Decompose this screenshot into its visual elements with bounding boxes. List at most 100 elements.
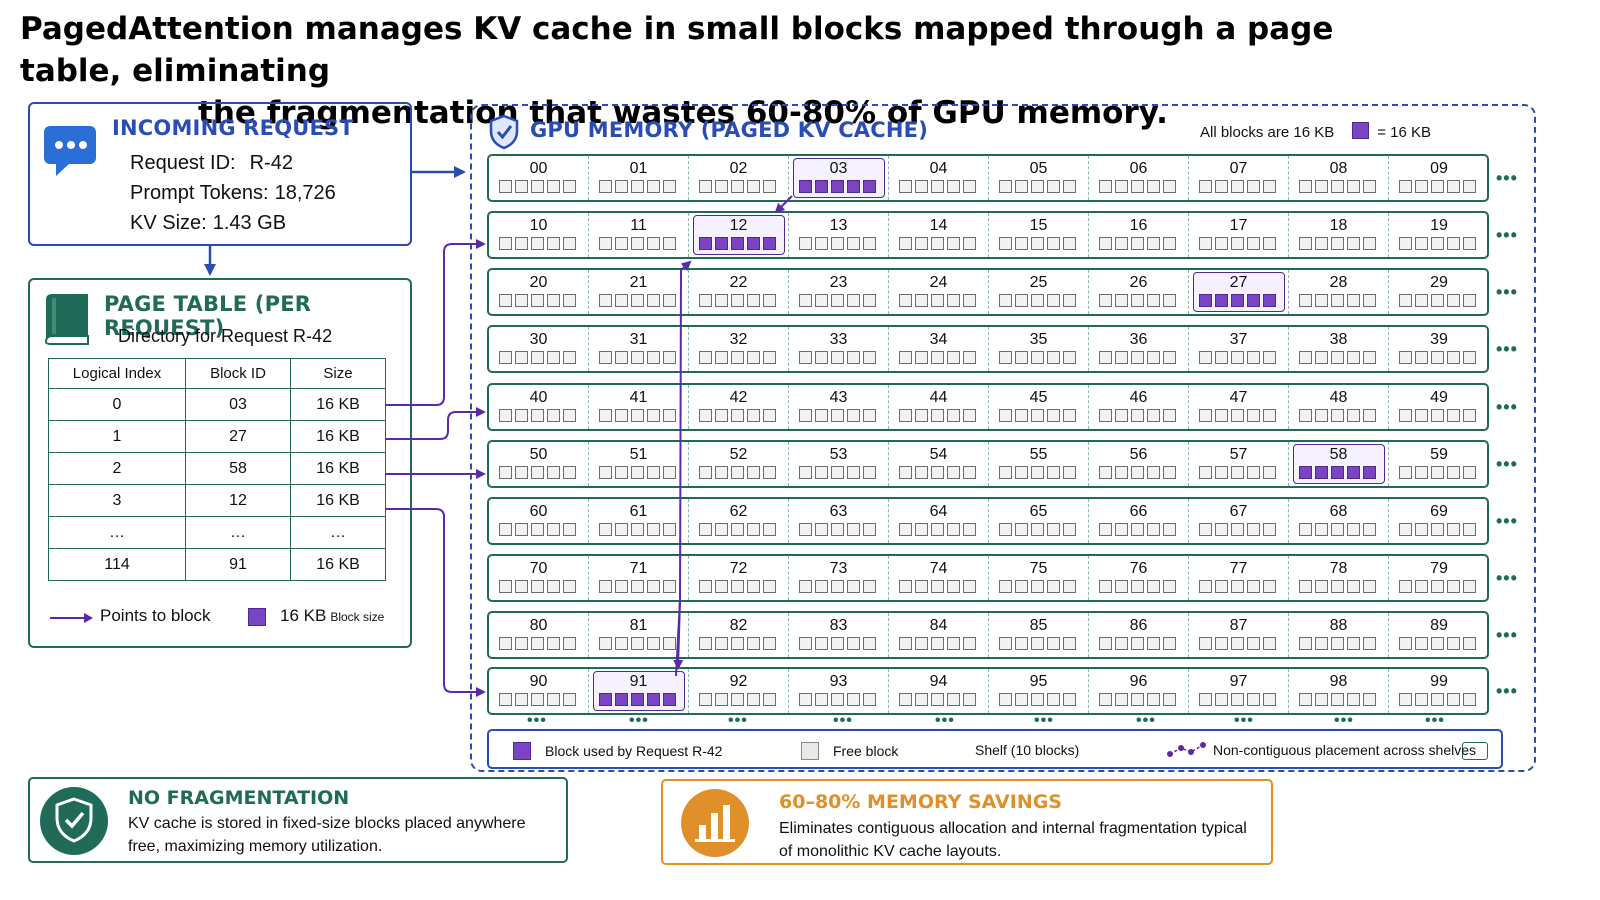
- block-slot: [547, 294, 560, 307]
- block-slot: [763, 580, 776, 593]
- block-slot: [931, 637, 944, 650]
- block-slot: [847, 294, 860, 307]
- block-slot: [763, 237, 776, 250]
- shield-icon: [489, 114, 519, 150]
- block-slot: [831, 409, 844, 422]
- block-slot: [1299, 523, 1312, 536]
- block-slot: [1147, 351, 1160, 364]
- col-size: Size: [290, 358, 386, 389]
- block-slot: [531, 580, 544, 593]
- table-row: 1 27 16 KB: [48, 420, 386, 453]
- column-continuation-dots: •••: [833, 712, 853, 729]
- block-id-label: 12: [729, 217, 748, 234]
- memory-block: 01: [589, 156, 689, 200]
- block-slot: [999, 237, 1012, 250]
- memory-block-used: 58: [1289, 442, 1389, 486]
- block-slot: [1247, 237, 1260, 250]
- block-id-label: 23: [829, 274, 848, 291]
- block-slot: [1115, 294, 1128, 307]
- memory-block: 40: [489, 385, 589, 429]
- block-slot: [1415, 693, 1428, 706]
- table-row: 3 12 16 KB: [48, 484, 386, 517]
- memory-block: 53: [789, 442, 889, 486]
- block-slot: [747, 580, 760, 593]
- block-slot: [847, 409, 860, 422]
- memory-block: 24: [889, 270, 989, 314]
- block-slot: [1363, 237, 1376, 250]
- block-id-label: 75: [1029, 560, 1048, 577]
- block-id-label: 02: [729, 160, 748, 177]
- block-slot: [1047, 466, 1060, 479]
- block-id-label: 10: [529, 217, 548, 234]
- block-slot: [1231, 693, 1244, 706]
- block-slot: [515, 409, 528, 422]
- block-id-label: 19: [1430, 217, 1448, 234]
- table-cell: 2: [48, 452, 186, 485]
- block-slot: [1199, 637, 1212, 650]
- block-slot: [1015, 637, 1028, 650]
- page-table-title: PAGE TABLE (PER REQUEST): [104, 292, 312, 340]
- block-slot: [1199, 237, 1212, 250]
- table-cell: …: [185, 516, 291, 549]
- block-slot: [1331, 294, 1344, 307]
- block-slot: [1415, 294, 1428, 307]
- block-slot: [531, 693, 544, 706]
- memory-block: 81: [589, 613, 689, 657]
- shelf-continuation-dots: •••: [1496, 454, 1518, 474]
- block-slot: [1131, 637, 1144, 650]
- block-id-label: 24: [929, 274, 948, 291]
- block-id-label: 84: [929, 617, 948, 634]
- block-slot: [647, 693, 660, 706]
- column-continuation-dots: •••: [1425, 712, 1445, 729]
- block-slot: [1231, 637, 1244, 650]
- block-slot: [1115, 351, 1128, 364]
- block-slot: [1447, 523, 1460, 536]
- block-slot: [599, 351, 612, 364]
- memory-block: 47: [1189, 385, 1289, 429]
- block-id-label: 70: [529, 560, 548, 577]
- block-slot: [647, 180, 660, 193]
- block-id-label: 00: [529, 160, 548, 177]
- table-cell: 0: [48, 388, 186, 421]
- block-slot: [1231, 523, 1244, 536]
- block-id-label: 95: [1029, 673, 1048, 690]
- block-id-label: 82: [729, 617, 748, 634]
- memory-block: 21: [589, 270, 689, 314]
- block-slot: [663, 409, 676, 422]
- table-row: 2 58 16 KB: [48, 452, 386, 485]
- block-slot: [1347, 237, 1360, 250]
- block-slot: [531, 523, 544, 536]
- block-slot: [831, 237, 844, 250]
- column-continuation-dots: •••: [629, 712, 649, 729]
- block-slot: [1315, 351, 1328, 364]
- block-id-label: 33: [829, 331, 848, 348]
- block-slot: [1015, 523, 1028, 536]
- memory-block: 88: [1289, 613, 1389, 657]
- block-slot: [499, 466, 512, 479]
- block-slot: [915, 237, 928, 250]
- block-slot: [1347, 409, 1360, 422]
- block-slot: [847, 180, 860, 193]
- block-slot: [1447, 180, 1460, 193]
- block-slot: [1347, 294, 1360, 307]
- block-slot: [963, 523, 976, 536]
- block-slot: [963, 466, 976, 479]
- block-slot: [1363, 693, 1376, 706]
- block-slot: [647, 351, 660, 364]
- block-slot: [1315, 637, 1328, 650]
- block-slot: [1047, 637, 1060, 650]
- block-slot: [1147, 693, 1160, 706]
- block-slot: [715, 466, 728, 479]
- block-slot: [631, 294, 644, 307]
- block-slot: [1115, 523, 1128, 536]
- memory-block: 13: [789, 213, 889, 257]
- block-slot: [647, 637, 660, 650]
- block-slot: [1447, 580, 1460, 593]
- block-slot: [1031, 294, 1044, 307]
- block-slot: [1031, 237, 1044, 250]
